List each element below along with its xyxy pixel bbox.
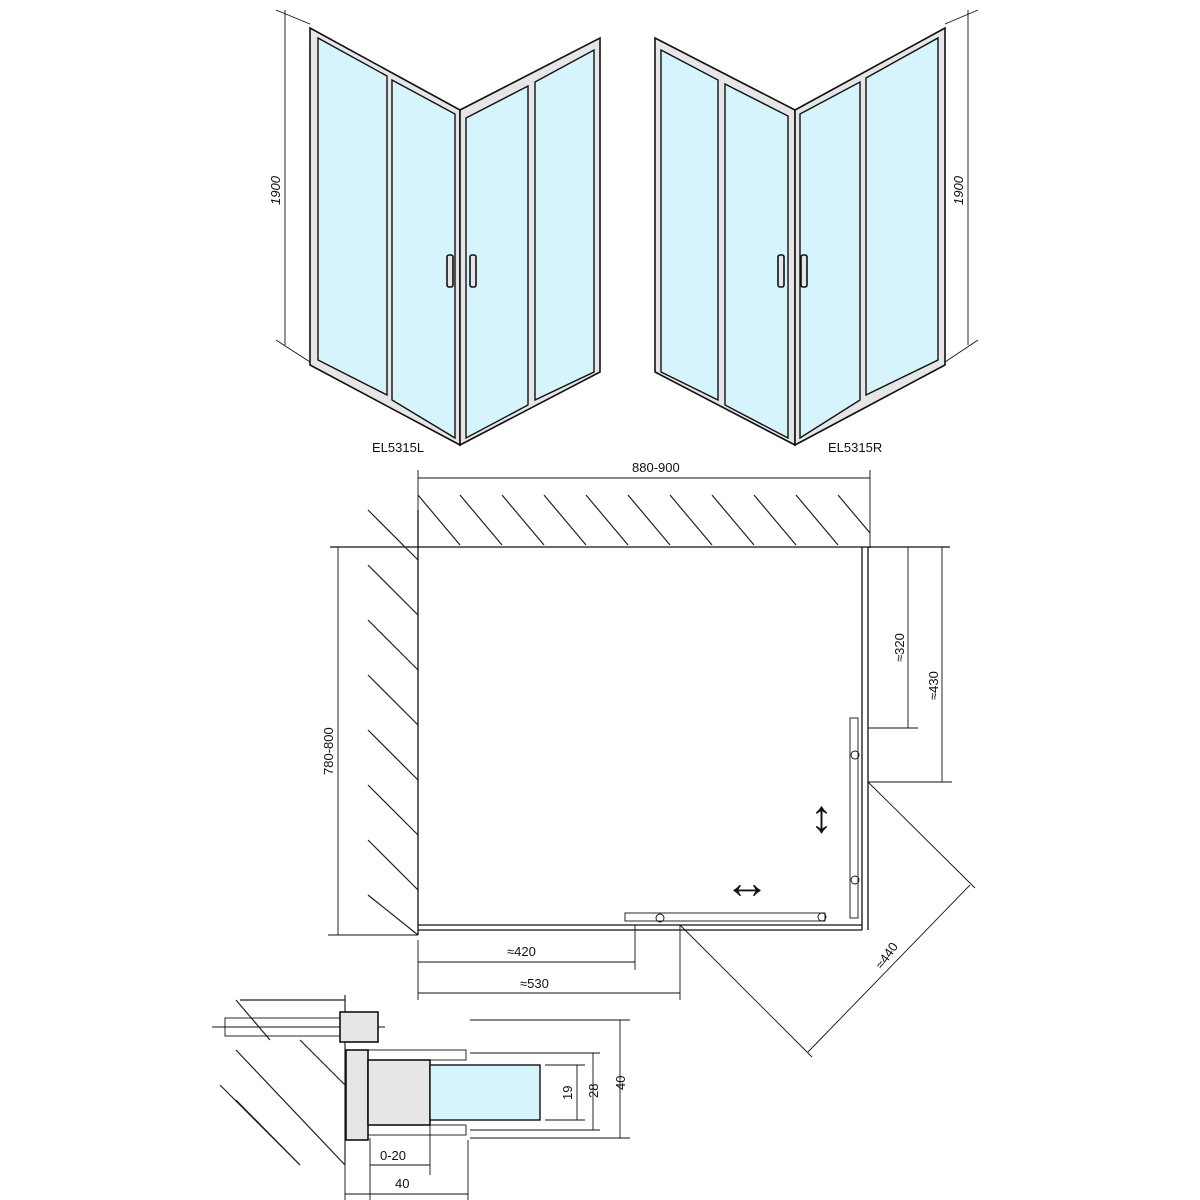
door-handle-right-1 [777, 254, 785, 288]
sliding-door-side [849, 717, 859, 919]
width-dimension: 880-900 [632, 460, 680, 475]
sliding-door-front [624, 912, 826, 922]
dimension-530: ≈530 [520, 976, 549, 991]
slide-arrow-vertical: ↕ [810, 790, 833, 842]
slide-arrow-horizontal: ↔ [724, 856, 770, 908]
dimension-440: ≈440 [872, 940, 901, 972]
screw-head [339, 1011, 379, 1043]
profile-detail: 40 28 19 0-20 40 [212, 995, 630, 1200]
product-view-right: 1900 EL5315R [654, 9, 979, 455]
dimension-320: ≈320 [892, 633, 907, 662]
top-wall-hatch [417, 494, 871, 546]
dimension-0-20: 0-20 [380, 1148, 406, 1163]
glass-panel-sliding-1 [391, 78, 456, 440]
dimension-40-horizontal: 40 [395, 1176, 409, 1191]
dimension-430: ≈430 [926, 671, 941, 700]
plan-view: 880-900 [321, 460, 976, 1058]
door-handle-left-2 [469, 254, 477, 288]
glass-section [429, 1064, 541, 1121]
dimension-420: ≈420 [507, 944, 536, 959]
model-label-right: EL5315R [828, 440, 882, 455]
glass-panel-sliding-3 [724, 82, 789, 440]
model-label-left: EL5315L [372, 440, 424, 455]
wall-profile [345, 1049, 369, 1141]
left-wall-hatch [367, 509, 419, 936]
glass-panel-fixed-1 [317, 36, 388, 397]
product-view-left: 1900 EL5315L [268, 9, 601, 455]
glass-panel-fixed-2 [534, 48, 595, 402]
door-handle-left-1 [446, 254, 454, 288]
dimension-19: 19 [560, 1086, 575, 1100]
glass-panel-sliding-4 [799, 80, 861, 440]
dimension-28: 28 [586, 1084, 601, 1098]
glass-panel-fixed-3 [660, 48, 719, 402]
adjustable-profile [367, 1059, 431, 1126]
height-label-right: 1900 [951, 175, 966, 205]
glass-panel-sliding-2 [465, 84, 529, 440]
glass-panel-fixed-4 [865, 36, 939, 397]
height-label-left: 1900 [268, 175, 283, 205]
door-handle-right-2 [800, 254, 808, 288]
dimension-40-vertical: 40 [613, 1076, 628, 1090]
depth-dimension: 780-800 [321, 727, 336, 775]
